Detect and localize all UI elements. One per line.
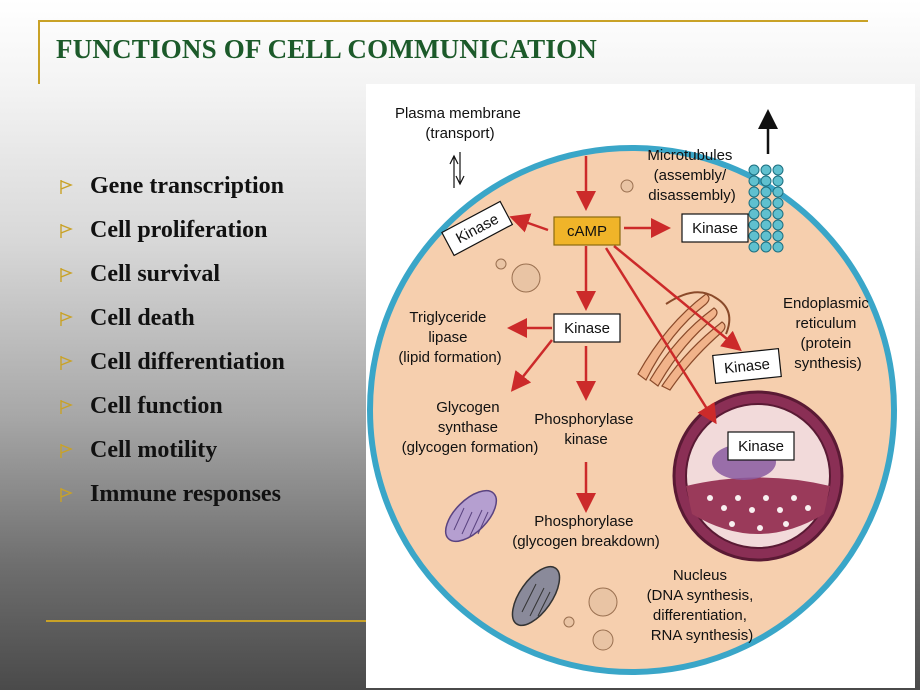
kinase-box: [727, 431, 795, 461]
hollow-pennant-icon: [60, 444, 73, 458]
list-item-label: Gene transcription: [90, 173, 284, 199]
functions-list: Gene transcription Cell proliferation Ce…: [58, 168, 285, 520]
nucleus-label: Nucleus (DNA synthesis, differentiation,…: [647, 567, 758, 644]
phosphorylase-label: Phosphorylase (glycogen breakdown): [512, 513, 660, 550]
hollow-pennant-icon: [60, 268, 73, 282]
list-item: Cell function: [58, 388, 285, 432]
list-item: Gene transcription: [58, 168, 285, 212]
kinase-label: Kinase: [692, 220, 738, 237]
hollow-pennant-icon: [60, 180, 73, 194]
hollow-pennant-icon: [60, 356, 73, 370]
slide-title: FUNCTIONS OF CELL COMMUNICATION: [56, 34, 597, 64]
camp-label: cAMP: [567, 223, 607, 240]
kinase-label: Kinase: [738, 438, 784, 455]
camp-box: [553, 216, 621, 246]
list-item: Cell death: [58, 300, 285, 344]
list-item-label: Immune responses: [90, 481, 281, 507]
list-item-label: Cell function: [90, 393, 223, 419]
footer-divider: [46, 620, 366, 622]
microtubules-label: Microtubules (assembly/ disassembly): [647, 147, 736, 204]
kinase-box: Kinase: [712, 347, 782, 385]
list-item-label: Cell motility: [90, 437, 218, 463]
glycogen-synthase-label: Glycogen synthase (glycogen formation): [402, 399, 539, 456]
list-item-label: Cell proliferation: [90, 217, 268, 243]
cell-diagram: cAMP Kinase Kinase Kinase Kinase Kinase …: [366, 84, 915, 688]
signal-arrows: [507, 156, 742, 513]
nucleus-icon: [672, 390, 844, 562]
transport-arrows-icon: [449, 152, 465, 188]
phosphorylase-kinase-label: Phosphorylase kinase: [534, 411, 637, 448]
triglyceride-label: Triglyceride lipase (lipid formation): [398, 309, 501, 366]
list-item: Cell differentiation: [58, 344, 285, 388]
kinase-box: [553, 313, 621, 343]
endoplasmic-reticulum-icon: [665, 291, 731, 335]
hollow-pennant-icon: [60, 488, 73, 502]
kinase-label: Kinase: [564, 320, 610, 337]
endoplasmic-reticulum-label: Endoplasmic reticulum (protein synthesis…: [783, 295, 873, 372]
list-item: Immune responses: [58, 476, 285, 520]
list-item-label: Cell death: [90, 305, 195, 331]
golgi-apparatus-icon: [637, 293, 726, 391]
hollow-pennant-icon: [60, 312, 73, 326]
mitochondrion-icon: [444, 489, 498, 543]
list-item: Cell motility: [58, 432, 285, 476]
list-item-label: Cell differentiation: [90, 349, 285, 375]
microtubules-icon: [748, 164, 784, 253]
title-frame: [38, 20, 868, 84]
cell-diagram-svg: cAMP Kinase Kinase Kinase Kinase Kinase …: [367, 105, 897, 675]
hollow-pennant-icon: [60, 224, 73, 238]
hollow-pennant-icon: [60, 400, 73, 414]
list-item: Cell proliferation: [58, 212, 285, 256]
kinase-box: [681, 213, 749, 243]
mitochondrion-icon: [511, 565, 561, 627]
vesicles-icon: [495, 179, 634, 651]
plasma-membrane-label: Plasma membrane (transport): [395, 105, 525, 142]
list-item: Cell survival: [58, 256, 285, 300]
list-item-label: Cell survival: [90, 261, 220, 287]
kinase-label: Kinase: [723, 356, 770, 378]
